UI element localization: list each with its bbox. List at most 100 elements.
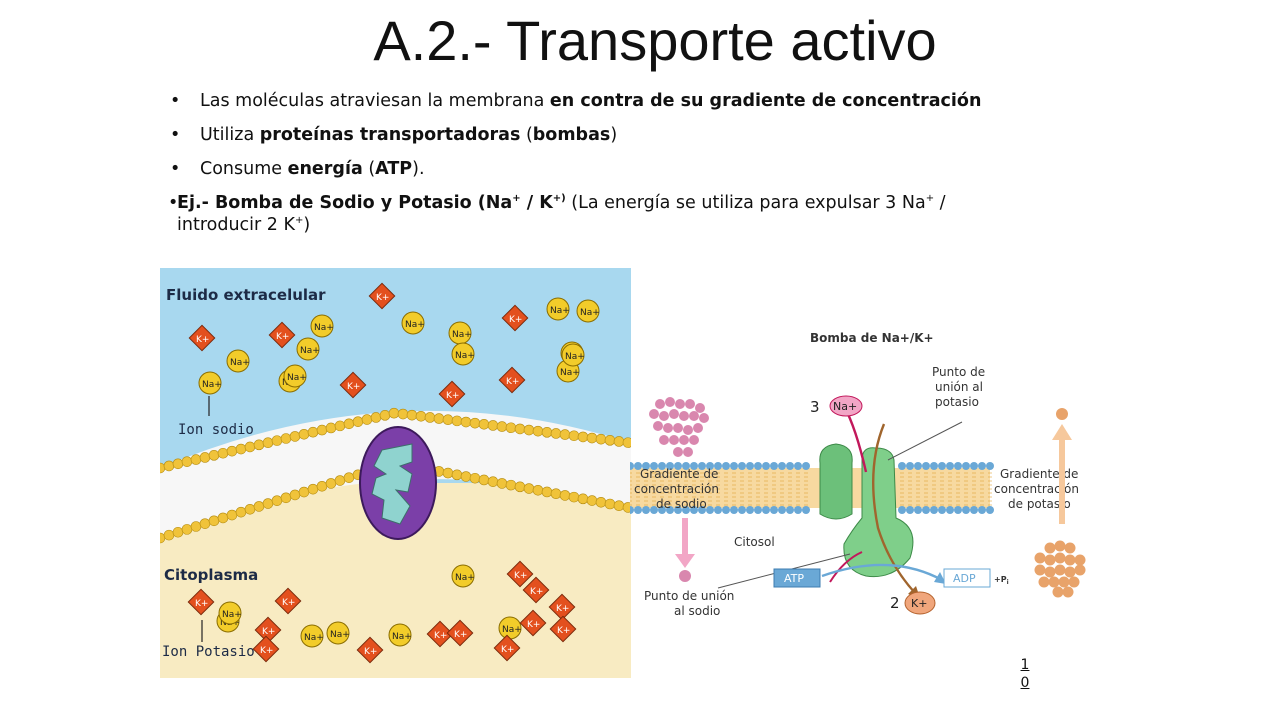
- potassium-binding-label: Punto de unión al potasio: [887, 365, 989, 461]
- sodium-ion-symbol: Na+: [392, 632, 412, 642]
- potassium-ion-1: [188, 324, 216, 352]
- potassium-gradient-arrow: [1052, 408, 1072, 524]
- potassium-ion-symbol: K+: [509, 315, 522, 325]
- svg-text:Punto de unión al sodio: Punto de unión al sodio: [644, 589, 738, 618]
- svg-text:Na+: Na+: [833, 400, 857, 413]
- svg-text:K+: K+: [911, 597, 927, 610]
- potassium-flow-arrow: [872, 423, 917, 595]
- potassium-ion-12: [187, 588, 215, 616]
- bullet-3-post: ).: [412, 159, 425, 179]
- svg-text:Gradiente de concentraci: Gradiente de concentración de sodio: [634, 467, 723, 511]
- bullet-4-bold-mid: / K: [520, 193, 553, 213]
- extracellular-label: Fluido extracelular: [166, 286, 326, 304]
- potassium-ion-2: [268, 321, 296, 349]
- svg-text:3: 3: [810, 398, 820, 416]
- svg-text:2: 2: [890, 594, 900, 612]
- bullet-4-sup3: +: [925, 193, 935, 205]
- potassium-ion-8: [519, 609, 547, 637]
- sodium-ion-symbol: Na+: [502, 625, 522, 635]
- cytosol-label: Citosol: [734, 535, 775, 549]
- potassium-ion-symbol: K+: [282, 598, 295, 608]
- sodium-ion-symbol: Na+: [405, 320, 425, 330]
- potassium-ion-13: [274, 587, 302, 615]
- bullet-2: Utiliza proteínas transportadoras (bomba…: [168, 124, 1048, 146]
- potassium-ion-symbol: K+: [196, 335, 209, 345]
- bullet-1: Las moléculas atraviesan la membrana en …: [168, 90, 1048, 112]
- bullet-4-text3: introducir 2 K: [177, 215, 295, 235]
- sodium-ion-symbol: Na+: [300, 346, 320, 356]
- bullet-4-sup4: +: [294, 215, 304, 227]
- potassium-binding-text: Punto de unión al potasio: [932, 365, 989, 409]
- sodium-ion-10: [576, 299, 600, 323]
- potassium-ion-symbol: K+: [376, 293, 389, 303]
- sodium-ion-symbol: Na+: [565, 352, 585, 362]
- bullet-4-text4: ): [303, 215, 311, 235]
- potassium-ion-symbol: K+: [527, 620, 540, 630]
- sodium-ion-3: [310, 314, 334, 338]
- potassium-ion-6: [498, 366, 526, 394]
- potassium-ion-symbol: K+: [364, 647, 377, 657]
- sodium-ion-20: [218, 601, 242, 625]
- potassium-ion-symbol: K+: [347, 382, 360, 392]
- bullet-4-sup: +: [512, 193, 521, 205]
- sodium-ion-symbol: Na+: [560, 368, 580, 378]
- potassium-ion-label: Ion Potasio: [162, 644, 255, 660]
- potassium-ion-symbol: K+: [262, 627, 275, 637]
- potassium-ion-symbol: K+: [530, 587, 543, 597]
- atp-box: ATP: [773, 568, 821, 588]
- sodium-gradient-arrow: [675, 518, 695, 582]
- bullet-3-bold2: ATP: [375, 159, 413, 179]
- sodium-ion-14: [451, 564, 475, 588]
- sodium-ion-symbol: Na+: [455, 351, 475, 361]
- potassium-ion-symbol: K+: [556, 604, 569, 614]
- potassium-ion-symbol: K+: [501, 645, 514, 655]
- atp-hydrolysis-arrow: [821, 563, 943, 582]
- sodium-potassium-membrane-figure: Fluido extracelular Citoplasma Ion sodio…: [160, 268, 631, 678]
- sodium-ion-symbol: Na+: [202, 380, 222, 390]
- sodium-ion-symbol: Na+: [314, 323, 334, 333]
- potassium-ion-4: [339, 371, 367, 399]
- potassium-ion-18: [356, 636, 384, 664]
- membrane-bilayer-right: [630, 462, 994, 514]
- potassium-ion-5: [438, 380, 466, 408]
- sodium-ion-0: [198, 371, 222, 395]
- svg-text:+Pi: +Pi: [994, 575, 1009, 586]
- sodium-out-ion: 3 Na+: [810, 395, 863, 417]
- sodium-ion-symbol: Na+: [580, 308, 600, 318]
- potassium-ion-symbol: K+: [195, 599, 208, 609]
- sodium-ion-label: Ion sodio: [178, 422, 254, 438]
- bullet-4-text: (La energía se utiliza para expulsar 3 N…: [565, 193, 926, 213]
- potassium-ion-7: [506, 560, 534, 588]
- potassium-ion-3: [501, 304, 529, 332]
- potassium-ion-symbol: K+: [454, 630, 467, 640]
- bullet-2-text: Utiliza: [200, 125, 260, 145]
- bullet-list: Las moléculas atraviesan la membrana en …: [168, 90, 1048, 248]
- sodium-ion-symbol: Na+: [550, 306, 570, 316]
- sodium-ion-19: [326, 621, 350, 645]
- potassium-ion-symbol: K+: [557, 626, 570, 636]
- slide-number: 10: [1019, 656, 1031, 692]
- pump-heading: Bomba de Na+/K+: [810, 331, 934, 345]
- bullet-3-text: Consume: [200, 159, 288, 179]
- sodium-potassium-pump: [359, 426, 437, 540]
- potassium-ion-16: [426, 620, 454, 648]
- sodium-ion-4: [283, 364, 307, 388]
- svg-text:Punto de unión al: Punto de unión al potasio: [932, 365, 989, 409]
- na-k-pump-diagram: Bomba de Na+/K+ 3 Na+ Punto de unión al …: [630, 331, 1086, 618]
- potassium-ion-symbol: K+: [434, 631, 447, 641]
- potassium-ion-symbol: K+: [260, 646, 273, 656]
- potassium-ion-9: [548, 593, 576, 621]
- bullet-1-bold: en contra de su gradiente de concentraci…: [549, 91, 982, 111]
- potassium-ion-0: [368, 282, 396, 310]
- potassium-ion-11: [549, 615, 577, 643]
- bullet-4: Ej.- Bomba de Sodio y Potasio (Na+ / K+)…: [168, 192, 1048, 236]
- cytoplasm-label: Citoplasma: [164, 566, 258, 584]
- sodium-ion-symbol: Na+: [304, 633, 324, 643]
- svg-text:ATP: ATP: [784, 572, 804, 585]
- bullet-4-bold: Ej.- Bomba de Sodio y Potasio (Na: [177, 193, 513, 213]
- potassium-in-ion: 2 K+: [890, 591, 936, 615]
- bullet-2-mid: (: [520, 125, 533, 145]
- sodium-ion-9: [546, 297, 570, 321]
- bullet-4-text2: /: [934, 193, 946, 213]
- sodium-ion-symbol: Na+: [452, 330, 472, 340]
